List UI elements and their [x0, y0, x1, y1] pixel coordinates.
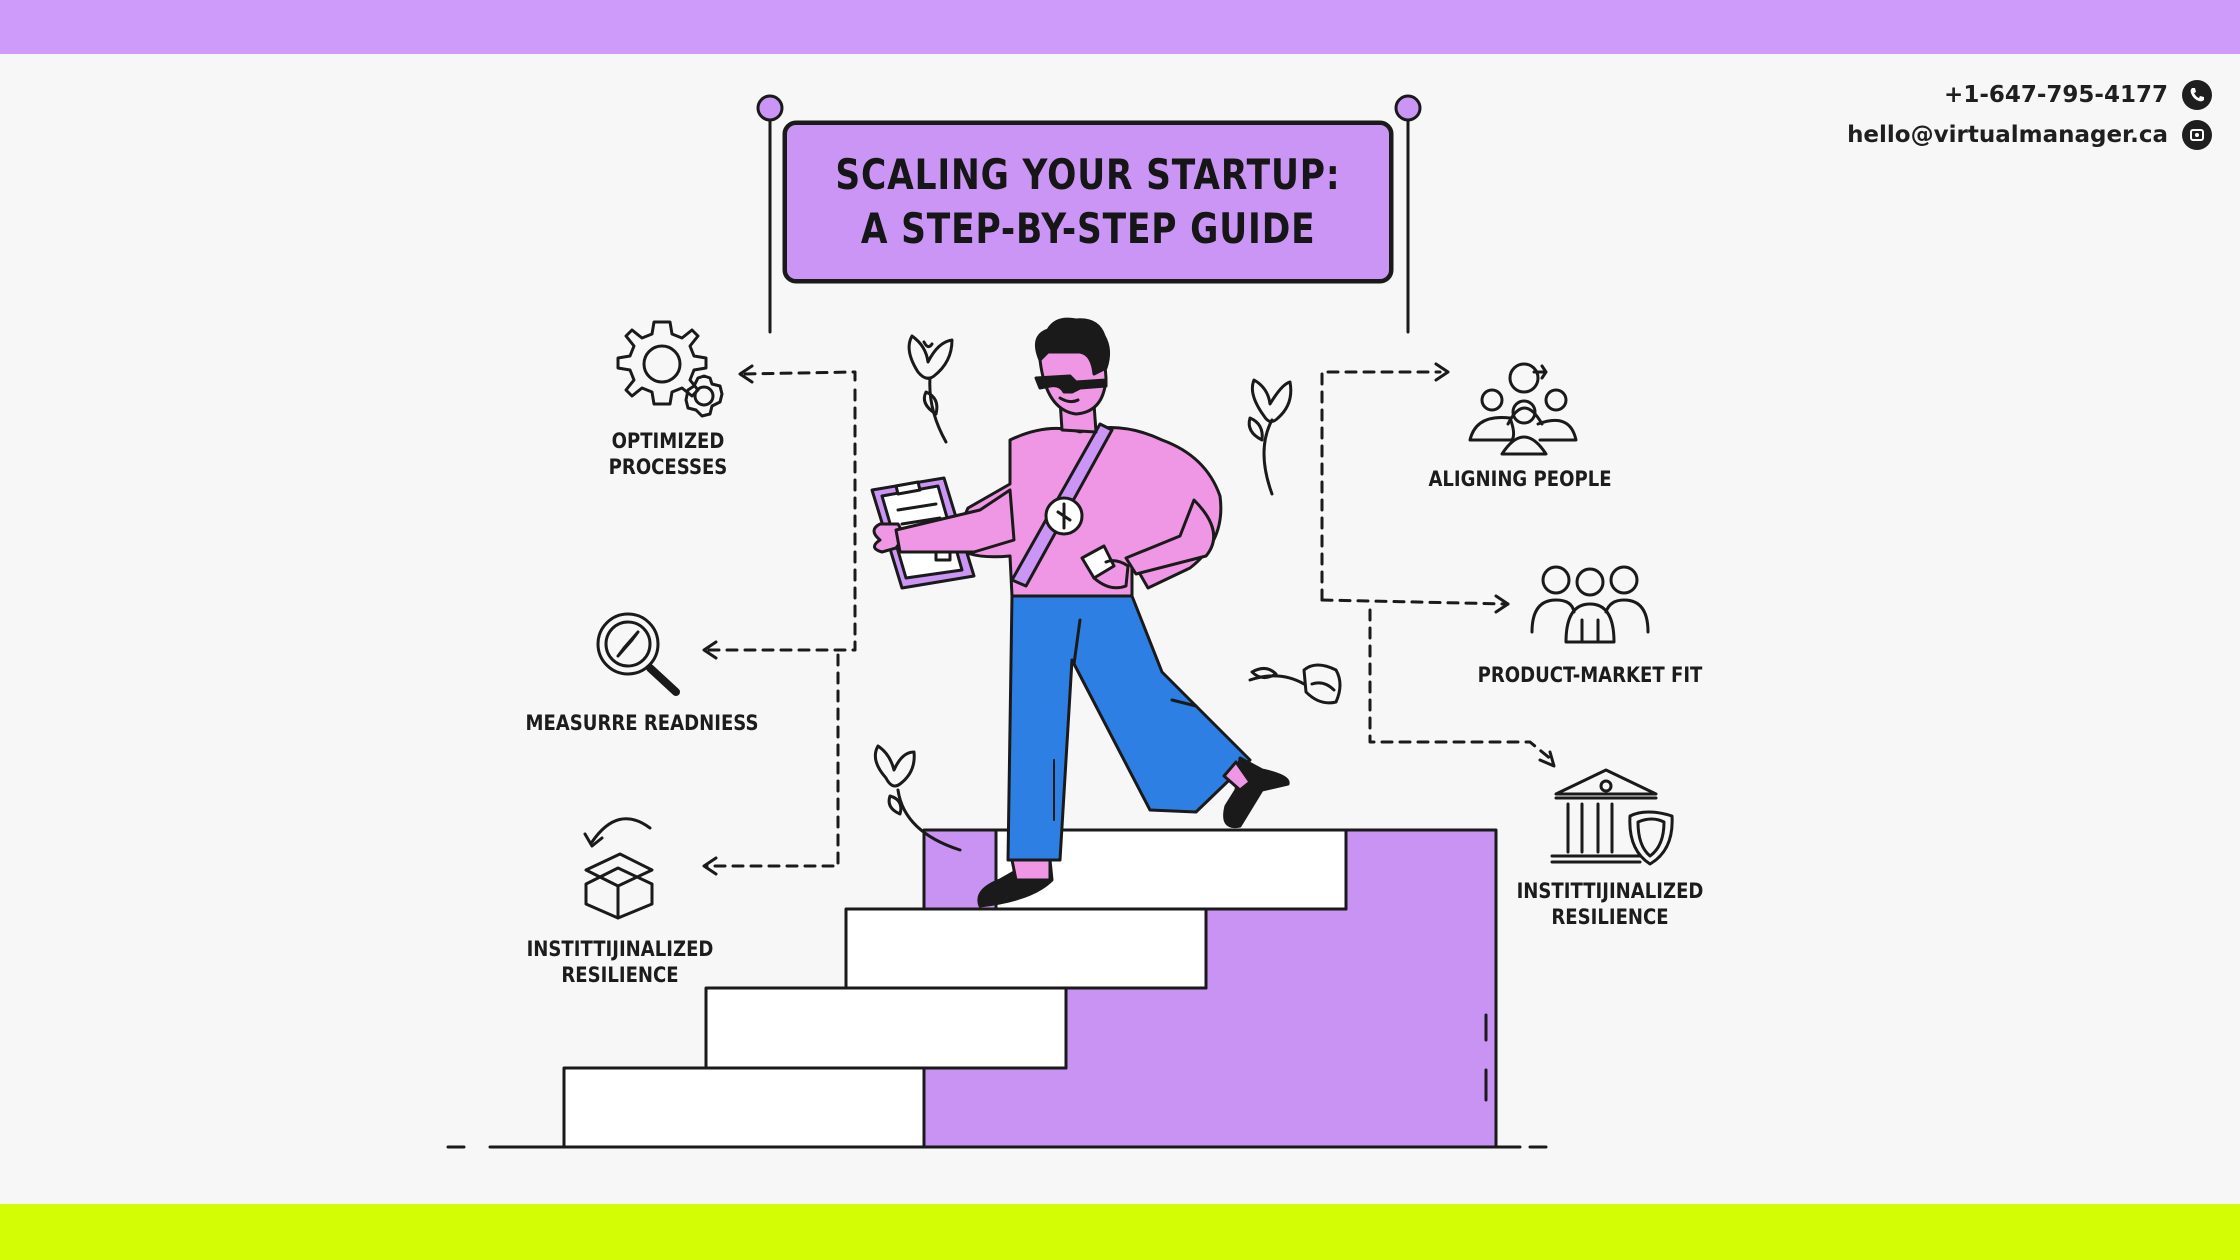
step-label-product-market-fit: PRODUCT-MARKET FIT: [1477, 663, 1703, 687]
step-label-measure-readiness: MEASURRE READNIESS: [525, 711, 759, 735]
team-icon: [1530, 565, 1650, 644]
step-label-right-resilience: INSTITTIJINALIZED RESILIENCE: [1516, 879, 1704, 929]
gears-icon: [616, 320, 724, 418]
title-banner: SCALING YOUR STARTUP: A STEP-BY-STEP GUI…: [784, 122, 1392, 282]
step-label-aligning-people: ALIGNING PEOPLE: [1428, 467, 1612, 491]
staircase: [562, 828, 1498, 1149]
email-address: hello@virtualmanager.ca: [1847, 122, 2168, 148]
phone-number: +1-647-795-4177: [1944, 82, 2168, 108]
email-contact[interactable]: hello@virtualmanager.ca: [1847, 120, 2212, 150]
left-connectors: [704, 370, 857, 868]
people-group-icon: [1468, 362, 1578, 456]
top-color-bar: [0, 0, 2240, 54]
phone-icon: [2182, 80, 2212, 110]
flower-decoration: [873, 334, 1342, 852]
right-connectors: [1320, 370, 1554, 762]
character: [870, 317, 1290, 908]
step-label-left-resilience: INSTITTIJINALIZED RESILIENCE: [526, 937, 714, 987]
step-label-optimized-processes: OPTIMIZED PROCESSES: [608, 429, 728, 479]
page-title-line2: A STEP-BY-STEP GUIDE: [860, 204, 1316, 253]
bank-shield-icon: [1550, 768, 1674, 866]
phone-contact[interactable]: +1-647-795-4177: [1944, 80, 2212, 110]
email-icon: [2182, 120, 2212, 150]
magnifier-compass-icon: [596, 612, 680, 696]
bottom-color-bar: [0, 1204, 2240, 1260]
box-cycle-icon: [583, 817, 654, 920]
page-title-line1: SCALING YOUR STARTUP:: [835, 150, 1341, 199]
